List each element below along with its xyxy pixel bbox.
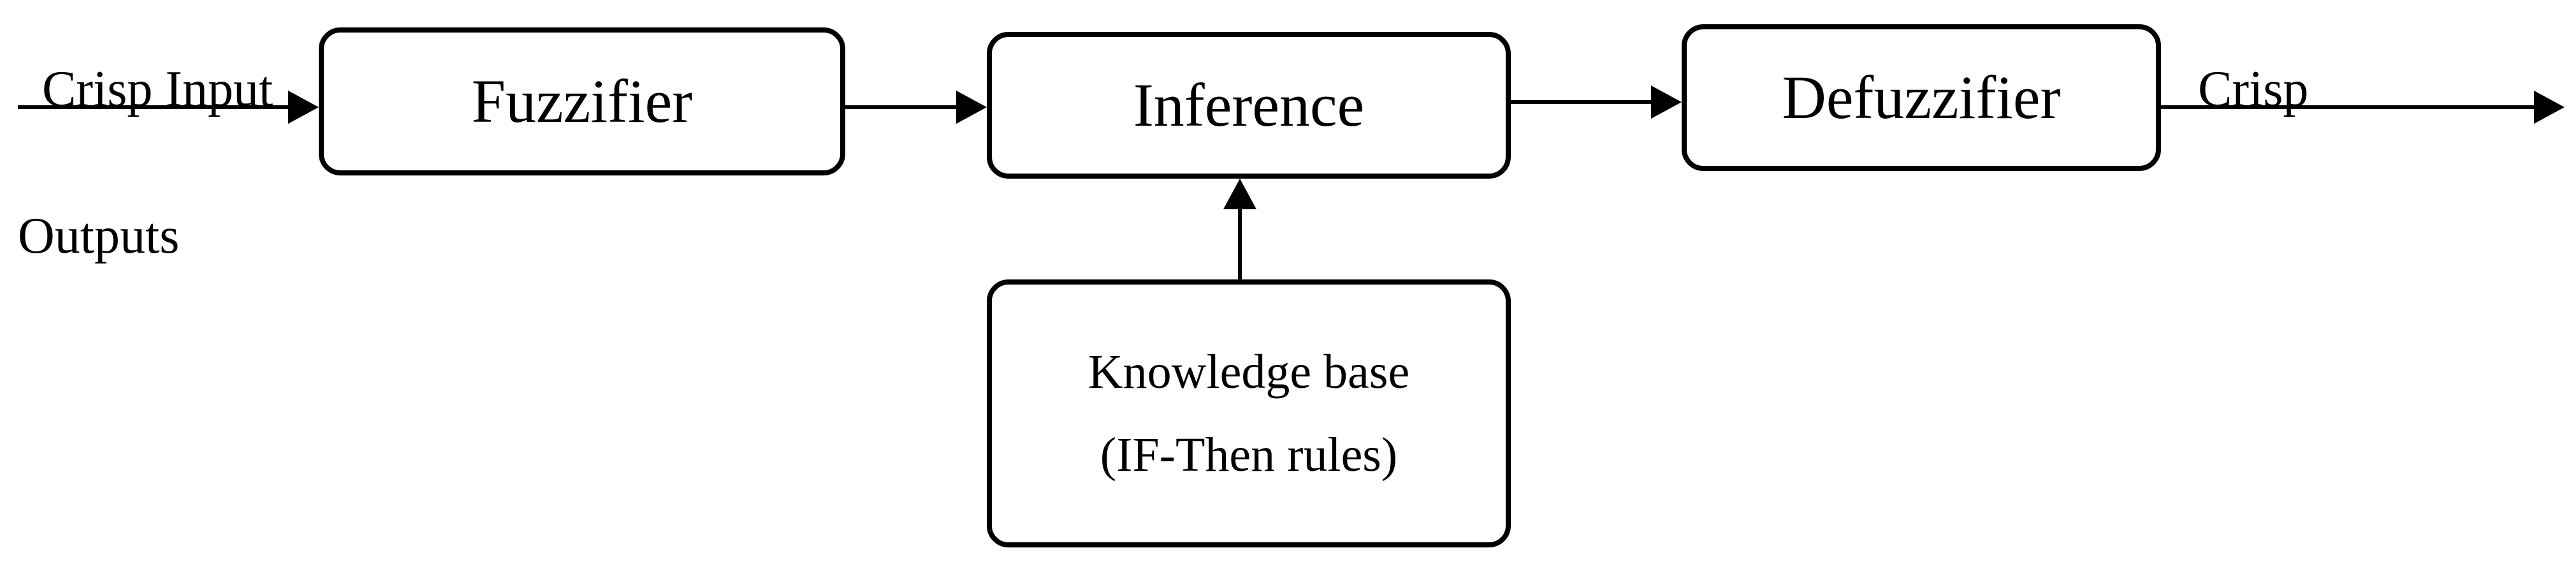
fuzzifier-label: Fuzzifier <box>471 67 693 135</box>
inference-block: Inference <box>987 32 1511 179</box>
fuzzifier-to-inference-arrow <box>843 91 987 124</box>
defuzzifier-block: Defuzzifier <box>1682 24 2161 171</box>
rules-label: (IF-Then rules) <box>1100 428 1398 482</box>
input-arrow <box>18 91 319 124</box>
inference-to-defuzzifier-arrow <box>1510 85 1682 119</box>
fuzzifier-block: Fuzzifier <box>319 27 845 175</box>
defuzzifier-label: Defuzzifier <box>1782 63 2061 131</box>
crisp-input-label: Crisp Input <box>42 61 273 117</box>
knowledge-to-inference-arrow <box>1223 179 1256 279</box>
knowledge-base-label: Knowledge base <box>1088 345 1410 399</box>
crisp-output-label: Crisp <box>2198 61 2309 117</box>
output-arrow <box>2158 91 2565 124</box>
knowledge-base-block: Knowledge base (IF-Then rules) <box>987 279 1511 547</box>
inference-label: Inference <box>1133 71 1365 139</box>
outputs-label: Outputs <box>18 208 180 264</box>
